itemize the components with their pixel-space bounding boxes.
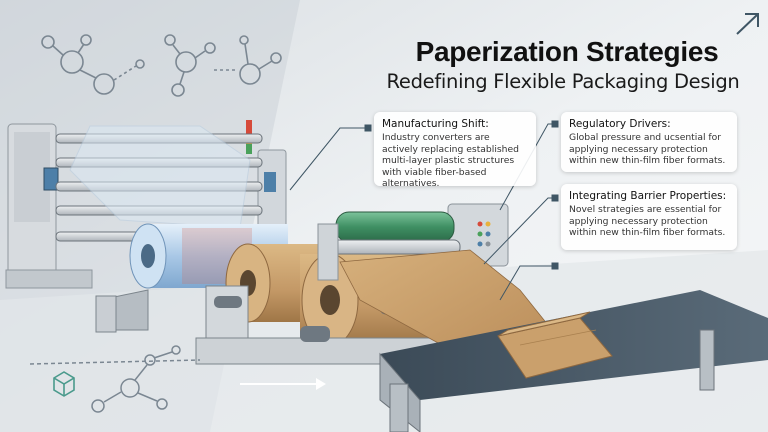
arrow-right-icon [240, 378, 326, 390]
callout-card-manufacturing-shift: Manufacturing Shift: Industry converters… [374, 112, 536, 189]
callout-card-regulatory-drivers: Regulatory Drivers: Global pressure and … [561, 112, 737, 172]
green-roller-machine [317, 203, 509, 281]
callout-body: Global pressure and ucsential for applyi… [569, 132, 726, 166]
callout-heading: Integrating Barrier Properties: [569, 190, 727, 202]
page-title: Paperization Strategies [415, 36, 719, 67]
callout-heading: Manufacturing Shift: [382, 118, 489, 130]
cube-logo-icon [53, 371, 75, 397]
molecule-icon [41, 34, 282, 97]
callout-body: Novel strategies are essential for apply… [569, 204, 726, 238]
corner-arrow-icon [736, 13, 759, 35]
paper-pouch [497, 311, 613, 379]
callout-body: Industry converters are actively replaci… [382, 132, 519, 189]
molecule-icon [29, 345, 201, 413]
callout-heading: Regulatory Drivers: [569, 118, 671, 130]
callout-card-barrier-properties: Integrating Barrier Properties: Novel st… [561, 184, 737, 250]
page-subtitle: Redefining Flexible Packaging Design [386, 70, 740, 93]
